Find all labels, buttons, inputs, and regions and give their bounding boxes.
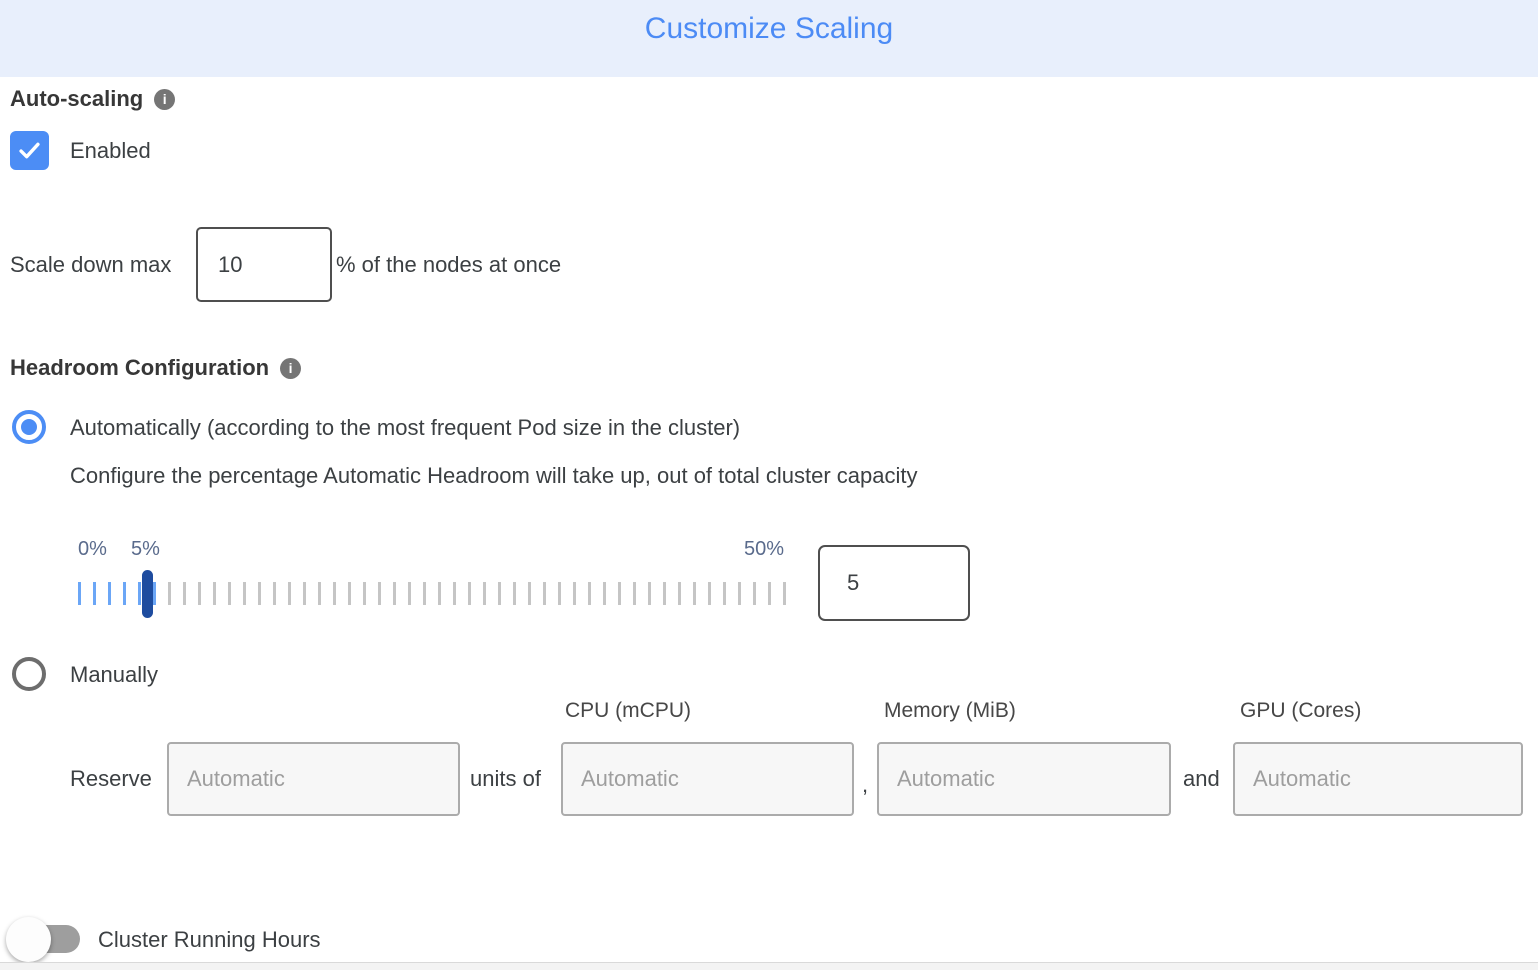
slider-tick [273, 582, 276, 605]
slider-tick [558, 582, 561, 605]
slider-tick [198, 582, 201, 605]
headroom-manual-label: Manually [70, 662, 159, 687]
slider-tick [243, 582, 246, 605]
slider-tick [648, 582, 651, 605]
slider-tick [453, 582, 456, 605]
headroom-manual-radio[interactable] [12, 657, 46, 691]
slider-tick [138, 582, 141, 605]
slider-tick [573, 582, 576, 605]
reserve-units-input[interactable] [167, 742, 460, 816]
cluster-running-hours-toggle-knob[interactable] [6, 917, 51, 962]
slider-tick [123, 582, 126, 605]
headroom-automatic-description: Configure the percentage Automatic Headr… [70, 463, 918, 488]
slider-tick [438, 582, 441, 605]
slider-tick [168, 582, 171, 605]
slider-tick [543, 582, 546, 605]
headroom-percentage-input[interactable] [818, 545, 970, 621]
slider-tick [753, 582, 756, 605]
slider-tick [468, 582, 471, 605]
slider-tick [528, 582, 531, 605]
panel-header: Customize Scaling [0, 0, 1538, 77]
and-separator: and [1183, 766, 1220, 791]
slider-min-label: 0% [78, 538, 107, 560]
slider-tick [498, 582, 501, 605]
slider-tick [738, 582, 741, 605]
slider-tick [708, 582, 711, 605]
reserve-label: Reserve [70, 766, 152, 791]
radio-selected-dot [21, 419, 37, 435]
headroom-slider-handle[interactable] [142, 570, 153, 618]
slider-tick [318, 582, 321, 605]
slider-tick [288, 582, 291, 605]
scale-down-suffix: % of the nodes at once [336, 252, 562, 277]
slider-tick [183, 582, 186, 605]
slider-tick [333, 582, 336, 605]
headroom-automatic-radio[interactable] [12, 410, 46, 444]
info-icon[interactable]: i [154, 88, 176, 110]
units-of-label: units of [470, 766, 541, 791]
slider-tick [678, 582, 681, 605]
slider-tick [423, 582, 426, 605]
slider-tick [588, 582, 591, 605]
slider-tick [603, 582, 606, 605]
slider-tick [258, 582, 261, 605]
slider-tick [663, 582, 666, 605]
column-header-cpu: CPU (mCPU) [565, 699, 691, 722]
slider-tick [153, 582, 156, 605]
info-icon[interactable]: i [280, 357, 302, 379]
headroom-section-label: Headroom Configuration [10, 355, 270, 380]
slider-tick [393, 582, 396, 605]
enabled-label: Enabled [70, 138, 151, 163]
slider-tick [693, 582, 696, 605]
column-header-gpu: GPU (Cores) [1240, 699, 1362, 722]
cluster-running-hours-label: Cluster Running Hours [98, 927, 321, 952]
headroom-automatic-label: Automatically (according to the most fre… [70, 415, 741, 440]
scale-down-max-input[interactable] [196, 227, 332, 302]
auto-scaling-section-heading: Auto-scaling i [10, 86, 176, 112]
slider-tick [618, 582, 621, 605]
slider-tick [633, 582, 636, 605]
column-header-memory: Memory (MiB) [884, 699, 1016, 722]
reserve-memory-input[interactable] [877, 742, 1171, 816]
panel-title: Customize Scaling [644, 12, 894, 45]
auto-scaling-enabled-checkbox[interactable] [10, 131, 49, 170]
checkmark-icon [19, 142, 40, 159]
slider-tick [228, 582, 231, 605]
slider-tick [303, 582, 306, 605]
slider-tick [213, 582, 216, 605]
slider-tick [108, 582, 111, 605]
headroom-section-heading: Headroom Configuration i [10, 355, 302, 381]
slider-tick [483, 582, 486, 605]
slider-tick [363, 582, 366, 605]
slider-tick [78, 582, 81, 605]
slider-tick [93, 582, 96, 605]
reserve-cpu-input[interactable] [561, 742, 854, 816]
comma-separator: , [862, 772, 869, 797]
slider-tick [378, 582, 381, 605]
reserve-gpu-input[interactable] [1233, 742, 1523, 816]
scale-down-label: Scale down max [10, 252, 172, 277]
slider-current-label: 5% [131, 538, 160, 560]
slider-tick [513, 582, 516, 605]
bottom-divider [0, 962, 1538, 970]
slider-tick [768, 582, 771, 605]
slider-tick [723, 582, 726, 605]
slider-tick [783, 582, 786, 605]
slider-max-label: 50% [744, 538, 785, 560]
headroom-slider-track[interactable] [78, 582, 786, 605]
slider-tick [408, 582, 411, 605]
slider-tick [348, 582, 351, 605]
auto-scaling-section-label: Auto-scaling [10, 86, 144, 111]
